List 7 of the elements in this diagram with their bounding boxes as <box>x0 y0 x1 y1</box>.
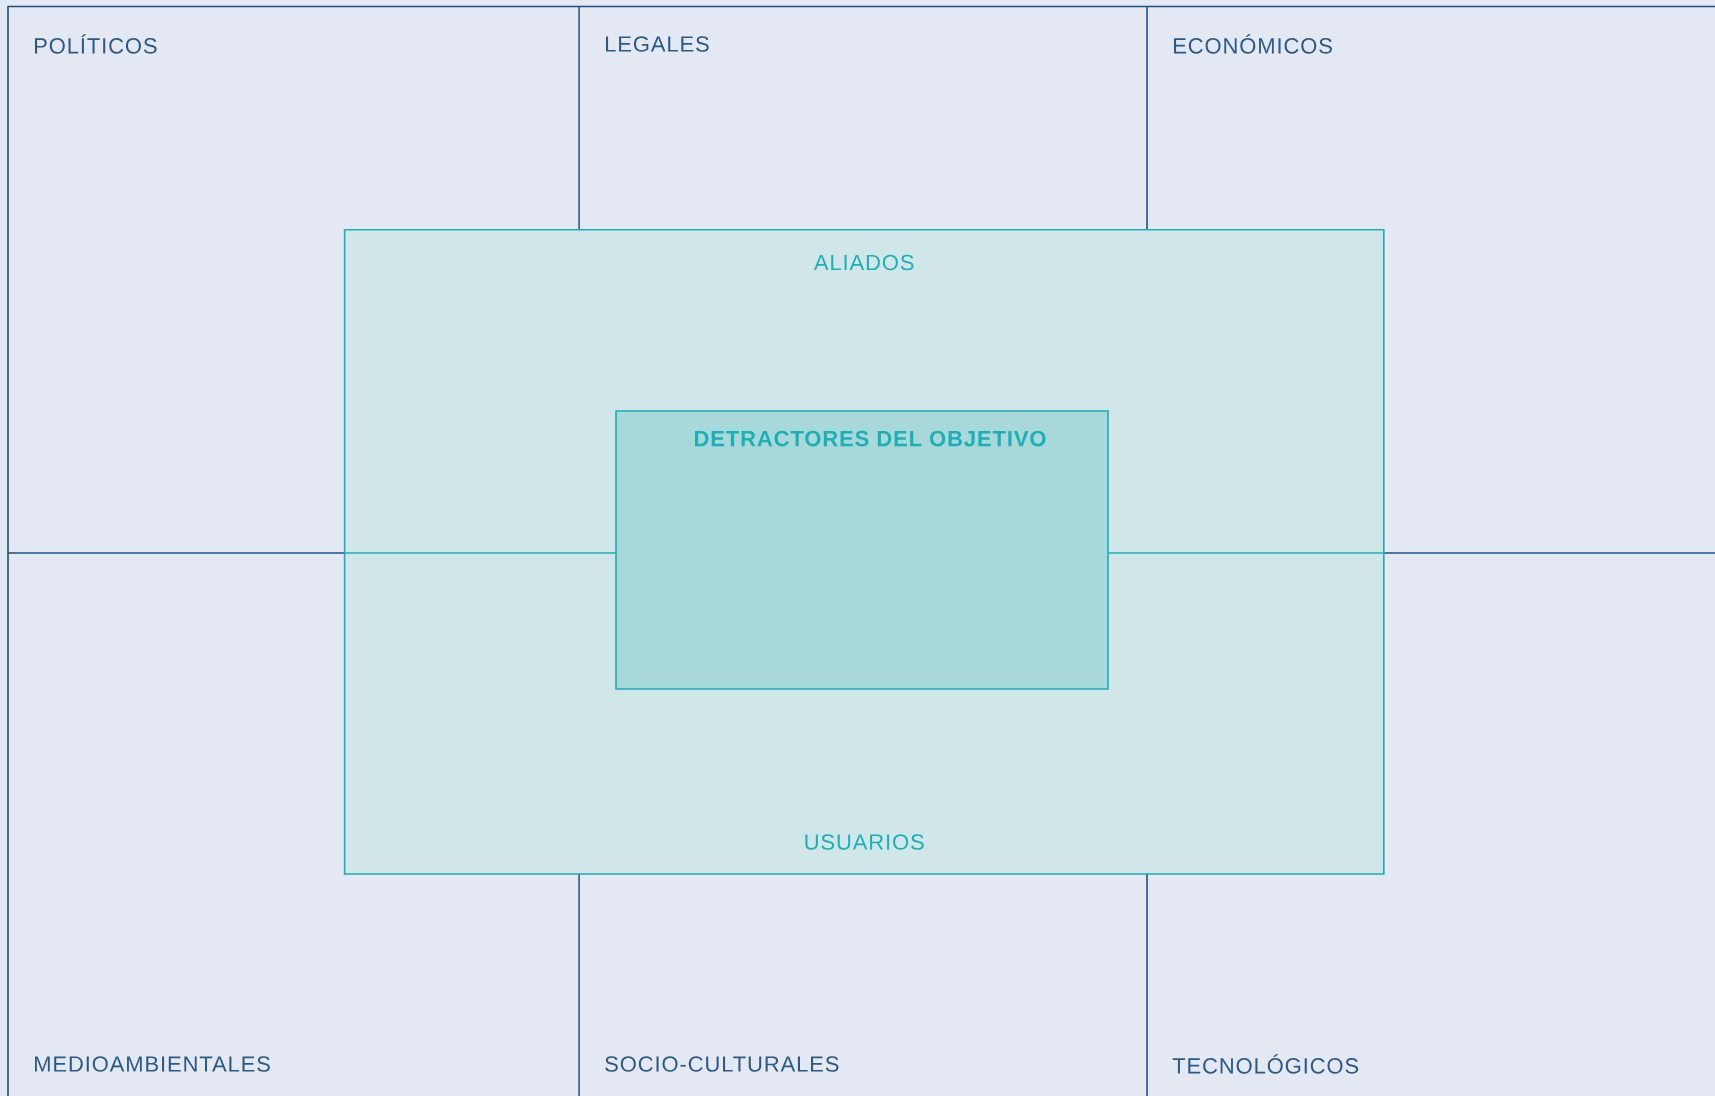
cell-heading: SOCIO-CULTURALES <box>605 1056 839 1072</box>
cell-heading: MEDIOAMBIENTALES <box>35 1056 270 1072</box>
inner-box: DETRACTORES DEL OBJETIVO <box>615 410 1109 690</box>
cell-heading: POLÍTICOS <box>35 34 157 54</box>
cell-heading: TECNOLÓGICOS <box>1172 1054 1359 1074</box>
cell-heading: ECONÓMICOS <box>1174 34 1332 54</box>
cell-heading: LEGALES <box>606 36 709 52</box>
